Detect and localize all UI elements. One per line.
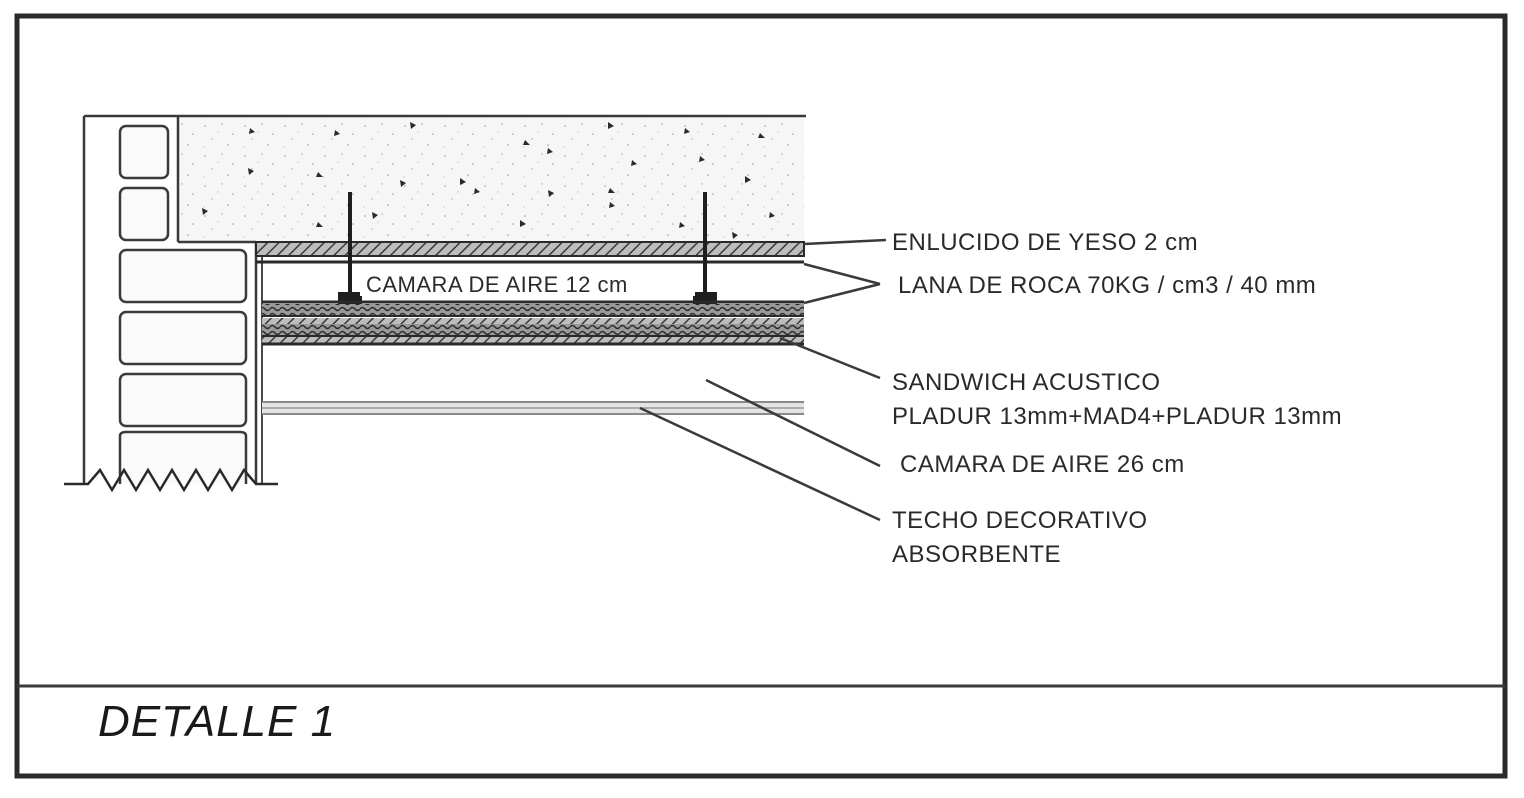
label-enlucido: ENLUCIDO DE YESO 2 cm: [892, 229, 1198, 256]
ceiling-hangers: [338, 192, 717, 306]
concrete-slab: [84, 114, 806, 242]
air-gap-12-label: CAMARA DE AIRE 12 cm: [366, 272, 628, 297]
label-sandwich-line2: PLADUR 13mm+MAD4+PLADUR 13mm: [892, 403, 1342, 430]
label-camara-26: CAMARA DE AIRE 26 cm: [900, 451, 1185, 478]
label-lana-de-roca: LANA DE ROCA 70KG / cm3 / 40 mm: [898, 272, 1316, 299]
detail-title: DETALLE 1: [98, 697, 336, 746]
rock-wool-layer: [262, 300, 804, 317]
plaster-layer: [255, 241, 805, 257]
outer-frame: [14, 13, 1508, 779]
acoustic-sandwich-panel: [262, 318, 804, 346]
leader-lines: [639, 238, 887, 522]
brick-wall: [64, 116, 278, 493]
decorative-ceiling: [262, 401, 804, 415]
label-techo-line1: TECHO DECORATIVO: [892, 507, 1148, 534]
inner-label-bg: [360, 268, 695, 296]
label-techo-line2: ABSORBENTE: [892, 541, 1061, 568]
label-sandwich-line1: SANDWICH ACUSTICO: [892, 369, 1161, 396]
